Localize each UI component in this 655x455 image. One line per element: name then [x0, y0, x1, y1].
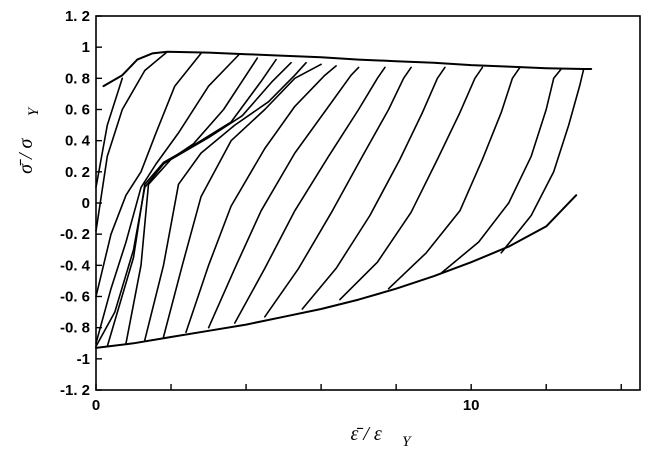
y-tick-label: 0. 6	[65, 102, 90, 119]
series-line-6	[106, 58, 277, 348]
y-tick-label: 1. 2	[65, 8, 90, 25]
series-line-12	[234, 66, 386, 324]
series-line-8	[144, 61, 307, 341]
y-tick-label: -1	[77, 351, 90, 368]
upper-envelope-line	[102, 50, 585, 88]
y-tick-label: 0	[82, 195, 90, 212]
y-tick-label: 1	[82, 39, 90, 56]
series-line-3	[95, 52, 202, 298]
y-axis-label-subscript: Y	[26, 106, 42, 116]
series-line-14	[301, 66, 446, 310]
series-line-7	[125, 61, 292, 345]
axis-labels: ε̄ / ε Yσ̄ / σ Y	[15, 106, 412, 450]
lower-envelope-line	[95, 194, 578, 349]
series-line-13	[263, 66, 412, 318]
series-line-10	[185, 65, 337, 334]
series-line-4	[95, 54, 240, 345]
series-line-5	[95, 57, 259, 348]
series-line-15	[339, 66, 484, 301]
series-line-2	[95, 50, 169, 232]
y-tick-label: -0. 4	[60, 257, 91, 274]
y-axis-label-group: σ̄ / σ Y	[15, 106, 42, 174]
y-tick-label: 0. 8	[65, 70, 90, 87]
y-tick-label: 0. 4	[65, 133, 91, 150]
series-line-16	[387, 66, 521, 290]
y-tick-label: -0. 6	[60, 289, 90, 306]
series-line-1	[95, 77, 124, 189]
x-axis-ticks: 0 10	[92, 384, 622, 414]
y-tick-label: -1. 2	[60, 382, 90, 399]
series-line-9	[162, 63, 322, 338]
x-axis-label: ε̄ / ε	[350, 423, 381, 445]
y-tick-label: 0. 2	[65, 164, 90, 181]
x-tick-label: 10	[463, 397, 480, 414]
y-axis-ticks: 1. 2 1 0. 8 0. 6 0. 4 0. 2 0 -0. 2 -0. 4 -0. 6 -0.…	[60, 8, 102, 399]
y-tick-label: -0. 8	[60, 320, 90, 337]
x-axis-label-subscript: Y	[402, 434, 412, 450]
series-group	[95, 50, 593, 349]
series-line-17	[440, 68, 563, 274]
series-line-11	[207, 66, 360, 329]
y-tick-label: -0. 2	[60, 226, 90, 243]
y-axis-label: σ̄ / σ	[15, 137, 37, 173]
series-line-18	[500, 68, 585, 254]
x-tick-label: 0	[92, 397, 100, 414]
